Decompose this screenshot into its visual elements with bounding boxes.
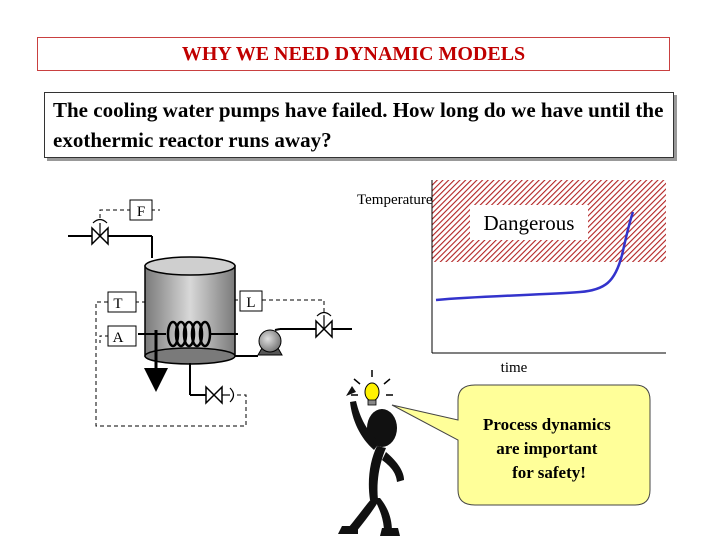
- pump-icon: [257, 329, 283, 356]
- analyzer-signal-line: [99, 335, 108, 346]
- flow-signal-line: [99, 209, 130, 218]
- coolant-valve-icon: [205, 385, 235, 405]
- level-controller-label: L: [246, 295, 255, 311]
- callout-line-3: for safety!: [512, 463, 586, 482]
- y-axis-label: Temperature: [357, 192, 433, 208]
- flow-controller-label: F: [137, 204, 145, 220]
- level-signal-line: [262, 299, 325, 316]
- question-box: The cooling water pumps have failed. How…: [44, 92, 674, 158]
- feed-valve-icon: [91, 218, 109, 246]
- speech-callout: Process dynamics are important for safet…: [391, 384, 651, 506]
- temperature-plot: Temperature time Dangerous: [357, 180, 666, 376]
- x-axis-label: time: [501, 360, 528, 376]
- callout-bubble: [391, 384, 651, 506]
- callout-line-1: Process dynamics: [483, 415, 611, 434]
- process-diagram: F T A L: [68, 199, 352, 427]
- temperature-control-loop: [95, 301, 247, 427]
- level-controller-box: [239, 290, 263, 312]
- question-text: The cooling water pumps have failed. How…: [53, 98, 664, 152]
- stick-figure-icon: [338, 370, 404, 536]
- temperature-controller-label: T: [113, 296, 122, 312]
- callout-line-2: are important: [496, 439, 598, 458]
- analyzer-controller-label: A: [113, 330, 124, 346]
- temperature-curve: [435, 211, 635, 302]
- callout-text: Process dynamics are important for safet…: [483, 415, 615, 482]
- pump-discharge-pipe: [274, 328, 281, 331]
- lightbulb-icon: [351, 370, 393, 406]
- danger-label-box: [470, 205, 588, 240]
- product-valve-icon: [315, 311, 333, 339]
- danger-zone-label: Dangerous: [484, 211, 575, 235]
- cooling-coil-icon: [166, 320, 212, 348]
- title-box: WHY WE NEED DYNAMIC MODELS: [37, 37, 670, 71]
- reactor-tank-icon: [144, 256, 236, 365]
- slide-title: WHY WE NEED DYNAMIC MODELS: [181, 42, 526, 65]
